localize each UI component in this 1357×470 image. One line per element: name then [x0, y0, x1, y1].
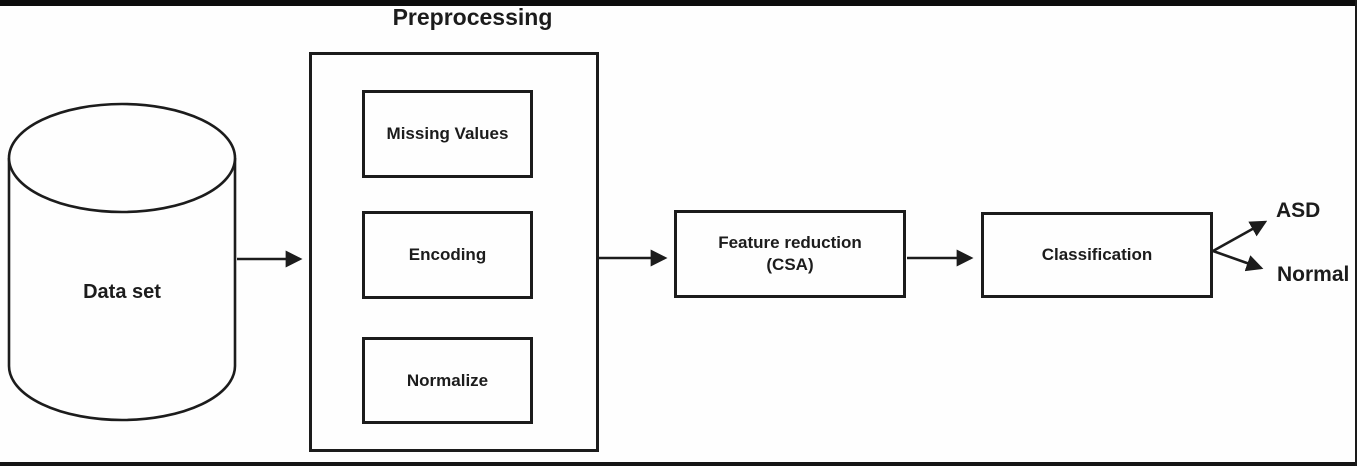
normalize-box: Normalize	[362, 337, 533, 424]
database-cylinder-top	[7, 102, 237, 214]
preprocessing-title: Preprocessing	[392, 4, 553, 30]
right-border-line	[1355, 0, 1357, 466]
feature-reduction-label-line1: Feature reduction	[718, 233, 862, 252]
preprocessing-group-box	[309, 52, 599, 452]
arrow-classification-to-asd	[1212, 220, 1268, 253]
encoding-box: Encoding	[362, 211, 533, 299]
feature-reduction-label-line2: (CSA)	[766, 255, 814, 274]
classification-box: Classification	[981, 212, 1213, 298]
missing-values-box: Missing Values	[362, 90, 533, 178]
output-label-asd: ASD	[1276, 199, 1321, 222]
database-cylinder-body	[7, 158, 237, 422]
arrow-classification-to-normal	[1212, 249, 1264, 272]
bottom-border-line	[0, 462, 1357, 466]
dataset-label: Data set	[83, 281, 161, 303]
feature-reduction-box: Feature reduction (CSA)	[674, 210, 906, 298]
output-label-normal: Normal	[1277, 263, 1350, 286]
top-border-bar	[0, 0, 1357, 6]
